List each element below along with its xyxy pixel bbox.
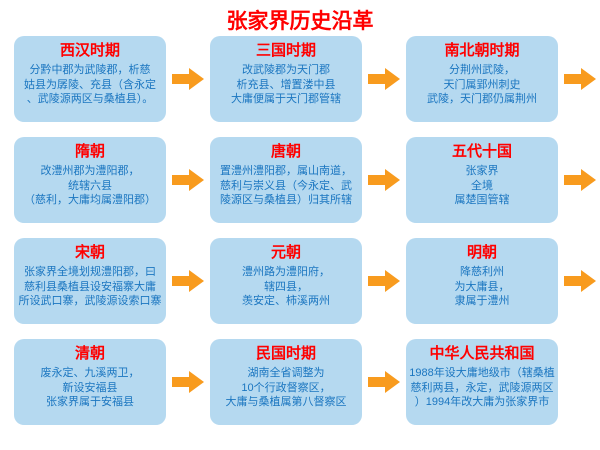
era-body: 张家界全境划规澧阳郡，曰 慈利县桑植县设安福寨大庸 所设武口寨，武陵源设索口寨 xyxy=(18,266,162,307)
era-body: 张家界 全境 属楚国管辖 xyxy=(454,165,510,206)
arrow-right-icon xyxy=(172,68,204,90)
arrow-cell xyxy=(362,137,406,223)
era-body: 湖南全省调整为 10个行政督察区， 大庸与桑植属第八督察区 xyxy=(225,367,347,408)
arrow-cell xyxy=(362,238,406,324)
era-title: 宋朝 xyxy=(74,244,105,261)
arrow-cell xyxy=(166,238,210,324)
arrow-right-icon xyxy=(172,270,204,292)
era-box-song: 宋朝 张家界全境划规澧阳郡，曰 慈利县桑植县设安福寨大庸 所设武口寨，武陵源设索… xyxy=(14,238,166,324)
era-body: 1988年设大庸地级市（辖桑植 慈利两县，永定，武陵源两区 ）1994年改大庸为… xyxy=(409,367,555,408)
era-box-western-han: 西汉时期 分黔中郡为武陵郡，析慈 姑县为孱陵、充县（含永定 、武陵源两区与桑植县… xyxy=(14,36,166,122)
era-title: 民国时期 xyxy=(255,345,316,362)
arrow-cell xyxy=(362,36,406,122)
era-title: 元朝 xyxy=(270,244,301,261)
era-body: 改武陵郡为天门郡 析充县、增置溇中县 大庸便属于天门郡管辖 xyxy=(231,64,341,105)
era-box-tang: 唐朝 置澧州澧阳郡，属山南道， 慈利与崇义县（今永定、武 陵源区与桑植县）归其所… xyxy=(210,137,362,223)
arrow-right-icon xyxy=(564,169,596,191)
era-title: 唐朝 xyxy=(270,143,301,160)
era-title: 隋朝 xyxy=(74,143,105,160)
era-title: 中华人民共和国 xyxy=(429,345,535,362)
arrow-right-icon xyxy=(564,68,596,90)
era-box-three-kingdoms: 三国时期 改武陵郡为天门郡 析充县、增置溇中县 大庸便属于天门郡管辖 xyxy=(210,36,362,122)
era-body: 改澧州郡为澧阳郡， 统辖六县 （慈利，大庸均属澧阳郡） xyxy=(24,165,156,206)
era-title: 三国时期 xyxy=(255,42,316,59)
era-body: 降慈利州 为大庸县， 隶属于澧州 xyxy=(454,266,510,307)
arrow-right-icon xyxy=(172,169,204,191)
era-body: 分荆州武陵， 天门属郢州刺史 武陵，天门郡仍属荆州 xyxy=(427,64,537,105)
era-box-sui: 隋朝 改澧州郡为澧阳郡， 统辖六县 （慈利，大庸均属澧阳郡） xyxy=(14,137,166,223)
arrow-cell-trailing xyxy=(558,137,600,223)
flow-row-2: 隋朝 改澧州郡为澧阳郡， 统辖六县 （慈利，大庸均属澧阳郡） 唐朝 置澧州澧阳郡… xyxy=(14,137,600,223)
era-body: 置澧州澧阳郡，属山南道， 慈利与崇义县（今永定、武 陵源区与桑植县）归其所辖 xyxy=(220,165,352,206)
era-body: 废永定、九溪两卫， 新设安福县 张家界属于安福县 xyxy=(40,367,140,408)
arrow-right-icon xyxy=(368,68,400,90)
flow-row-1: 西汉时期 分黔中郡为武陵郡，析慈 姑县为孱陵、充县（含永定 、武陵源两区与桑植县… xyxy=(14,36,600,122)
era-box-ming: 明朝 降慈利州 为大庸县， 隶属于澧州 xyxy=(406,238,558,324)
era-box-yuan: 元朝 澧州路为澧阳府， 辖四县， 羡安定、柿溪两州 xyxy=(210,238,362,324)
era-title: 五代十国 xyxy=(451,143,512,160)
era-box-republic: 民国时期 湖南全省调整为 10个行政督察区， 大庸与桑植属第八督察区 xyxy=(210,339,362,425)
arrow-cell-trailing xyxy=(558,36,600,122)
arrow-right-icon xyxy=(368,169,400,191)
arrow-cell xyxy=(166,137,210,223)
arrow-cell-trailing xyxy=(558,238,600,324)
page-title: 张家界历史沿革 xyxy=(226,10,374,33)
arrow-right-icon xyxy=(564,270,596,292)
era-title: 西汉时期 xyxy=(59,42,120,59)
flow-row-4: 清朝 废永定、九溪两卫， 新设安福县 张家界属于安福县 民国时期 湖南全省调整为… xyxy=(14,339,600,425)
arrow-cell xyxy=(166,339,210,425)
era-box-northern-southern: 南北朝时期 分荆州武陵， 天门属郢州刺史 武陵，天门郡仍属荆州 xyxy=(406,36,558,122)
era-title: 明朝 xyxy=(466,244,497,261)
era-title: 清朝 xyxy=(74,345,105,362)
flow-row-3: 宋朝 张家界全境划规澧阳郡，曰 慈利县桑植县设安福寨大庸 所设武口寨，武陵源设索… xyxy=(14,238,600,324)
era-box-five-dynasties: 五代十国 张家界 全境 属楚国管辖 xyxy=(406,137,558,223)
era-body: 分黔中郡为武陵郡，析慈 姑县为孱陵、充县（含永定 、武陵源两区与桑植县）。 xyxy=(24,64,156,105)
arrow-right-icon xyxy=(368,270,400,292)
arrow-cell xyxy=(166,36,210,122)
era-box-prc: 中华人民共和国 1988年设大庸地级市（辖桑植 慈利两县，永定，武陵源两区 ）1… xyxy=(406,339,558,425)
arrow-right-icon xyxy=(368,371,400,393)
era-title: 南北朝时期 xyxy=(444,42,520,59)
arrow-cell xyxy=(362,339,406,425)
era-body: 澧州路为澧阳府， 辖四县， 羡安定、柿溪两州 xyxy=(242,266,330,307)
arrow-right-icon xyxy=(172,371,204,393)
era-box-qing: 清朝 废永定、九溪两卫， 新设安福县 张家界属于安福县 xyxy=(14,339,166,425)
